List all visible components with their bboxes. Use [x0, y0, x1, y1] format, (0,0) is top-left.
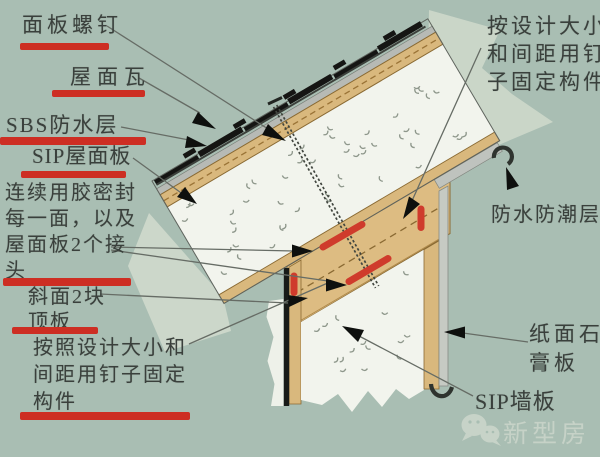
- wechat-icon: [461, 414, 501, 446]
- leader-lines: [99, 25, 529, 397]
- underline-bevel-top-plates: [12, 327, 98, 334]
- label-nail-fixing-right: 按设计大小 和间距用钉 子固定构件: [487, 12, 600, 96]
- underline-nail-fixing-left: [20, 412, 190, 420]
- membrane-hook-top: [491, 145, 514, 166]
- nail-left-line3: 构件: [33, 391, 77, 413]
- underline-sip-roof-panel: [21, 171, 126, 178]
- roof-osb-dashed-line: [163, 37, 440, 202]
- nail-left-line2: 间距用钉子固定: [33, 364, 187, 386]
- label-roof-tiles: 屋面瓦: [70, 65, 151, 89]
- gypsum-line1: 纸面石: [529, 322, 600, 346]
- arrow-nail-right: [403, 196, 420, 219]
- arrow-sip-roof: [177, 187, 197, 204]
- label-sbs-waterproof: SBS防水层: [6, 113, 119, 137]
- arrow-sbs: [185, 136, 207, 148]
- underline-glue-seal: [3, 278, 131, 286]
- wall-right-osb-skin: [423, 240, 440, 390]
- nail-left-line1: 按照设计大小和: [33, 337, 187, 359]
- underline-sbs-waterproof: [0, 137, 146, 145]
- label-sip-roof-panel: SIP屋面板: [32, 144, 132, 168]
- torn-siding-strip: [266, 299, 284, 406]
- label-moisture-barrier: 防水防潮层: [491, 204, 600, 226]
- arrow-gypsum: [444, 326, 465, 339]
- long-panel-screw: [267, 96, 380, 289]
- label-nail-fixing-left: 按照设计大小和 间距用钉子固定 构件: [33, 335, 187, 416]
- arrow-panel-screw: [262, 124, 286, 141]
- arrow-seal-joint-1: [292, 244, 313, 258]
- gypsum-board: [438, 185, 449, 387]
- glue-seal-line3: 屋面板2个接: [5, 234, 127, 256]
- top-plate-grain: [292, 234, 447, 326]
- arrow-sip-wall: [342, 326, 364, 342]
- label-glue-seal: 连续用胶密封 每一面，以及 屋面板2个接 头: [5, 180, 137, 284]
- membrane-hook-bottom: [428, 383, 455, 399]
- underline-roof-tiles: [52, 90, 145, 97]
- wall-black-edge: [283, 268, 290, 406]
- nail-right-line1: 按设计大小: [487, 14, 600, 38]
- arrow-seal-joint-2: [326, 278, 347, 292]
- label-sip-wall-panel: SIP墙板: [475, 389, 556, 414]
- roof-tiles-and-speckles: [153, 21, 467, 373]
- label-panel-screws: 面板螺钉: [22, 13, 122, 37]
- glue-seal-line1: 连续用胶密封: [5, 182, 137, 204]
- arrow-moisture-barrier: [506, 167, 519, 190]
- glue-seal-beads: [290, 205, 425, 296]
- glue-seal-line4: 头: [5, 260, 27, 282]
- arrow-top-plates: [288, 295, 308, 307]
- underline-panel-screws: [20, 43, 109, 50]
- bevel-plates-line1: 斜面2块: [28, 286, 106, 308]
- nail-right-line2: 和间距用钉: [487, 42, 600, 66]
- watermark-text: 新型房屋: [503, 421, 591, 448]
- arrow-roof-tile: [192, 112, 216, 129]
- roof-foam-core: [167, 44, 495, 295]
- nail-right-line3: 子固定构件: [487, 70, 600, 94]
- leader-arrowheads: [177, 112, 519, 342]
- glue-seal-line2: 每一面，以及: [5, 208, 137, 230]
- gypsum-line2: 膏板: [529, 351, 579, 375]
- label-gypsum-board: 纸面石 膏板: [529, 320, 600, 378]
